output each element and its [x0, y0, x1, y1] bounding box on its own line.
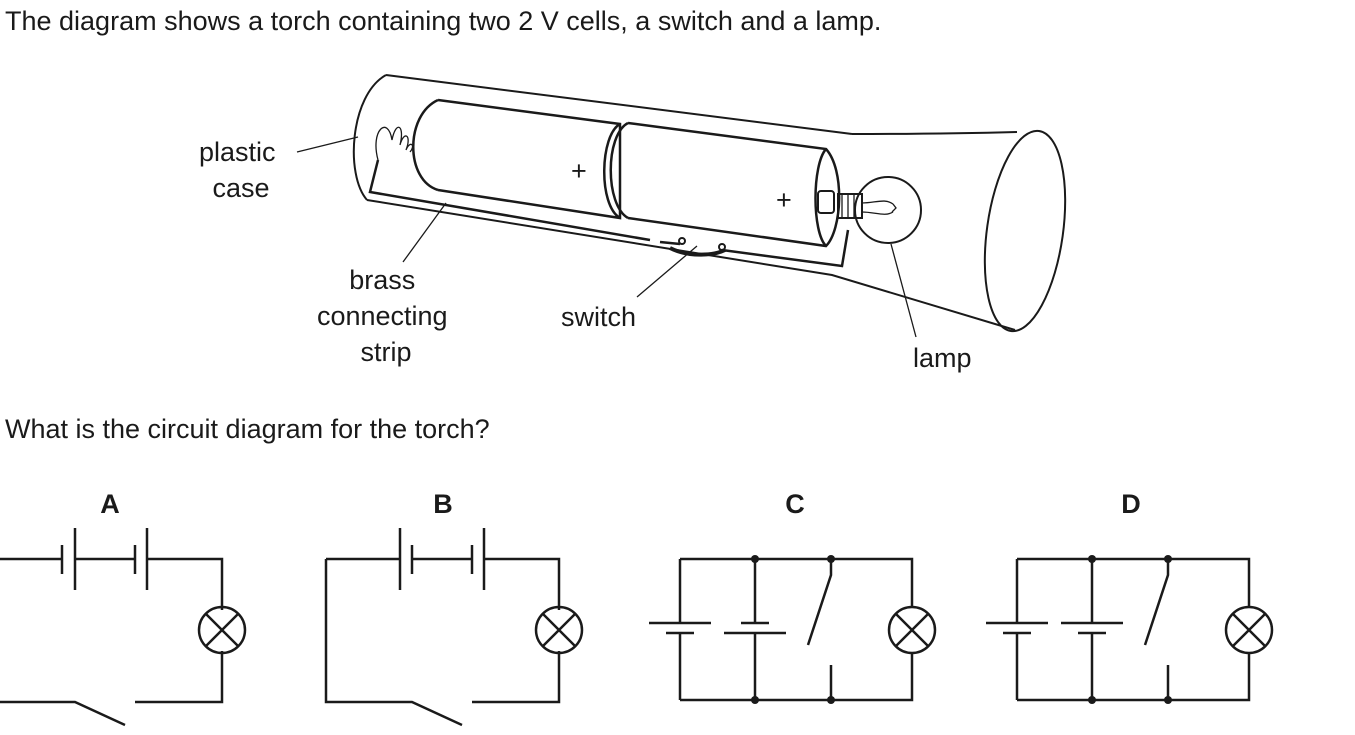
label-plastic-case: plastic case	[199, 137, 283, 203]
torch-case	[352, 74, 1018, 331]
option-d-label: D	[1121, 489, 1141, 519]
circuit-option-d[interactable]: D	[986, 489, 1274, 704]
option-c-label: C	[785, 489, 805, 519]
leader-switch	[636, 245, 698, 298]
lamp-symbol-c	[887, 605, 937, 655]
intro-text: The diagram shows a torch containing two…	[5, 6, 882, 36]
cell-2-plus: +	[776, 185, 792, 215]
cell-1-plus: +	[571, 156, 587, 186]
lamp-symbol-d	[1224, 605, 1274, 655]
leader-lamp	[890, 243, 917, 338]
circuit-option-c[interactable]: C	[649, 489, 937, 704]
circuit-option-a[interactable]: A	[0, 489, 247, 727]
spring	[375, 126, 414, 161]
torch-drawing: + + plastic case brass connecting strip …	[199, 74, 1067, 373]
lamp-bulb	[837, 176, 922, 244]
option-b-label: B	[433, 489, 453, 519]
label-switch: switch	[561, 302, 636, 332]
cell-1	[412, 98, 622, 220]
label-lamp: lamp	[913, 343, 972, 373]
circuit-option-b[interactable]: B	[324, 489, 584, 727]
leader-plastic-case	[296, 136, 359, 153]
cell-terminal	[817, 190, 835, 214]
label-brass-strip: brass connecting strip	[317, 265, 455, 367]
switch-button	[669, 246, 726, 257]
lamp-symbol-a	[197, 605, 247, 655]
lamp-symbol-b	[534, 605, 584, 655]
leader-brass-strip	[402, 202, 447, 263]
brass-strip	[368, 159, 850, 268]
option-a-label: A	[100, 489, 120, 519]
switch-contact	[678, 237, 686, 245]
cell-2	[609, 121, 841, 248]
question-text: What is the circuit diagram for the torc…	[5, 414, 490, 444]
torch-head	[983, 129, 1067, 333]
